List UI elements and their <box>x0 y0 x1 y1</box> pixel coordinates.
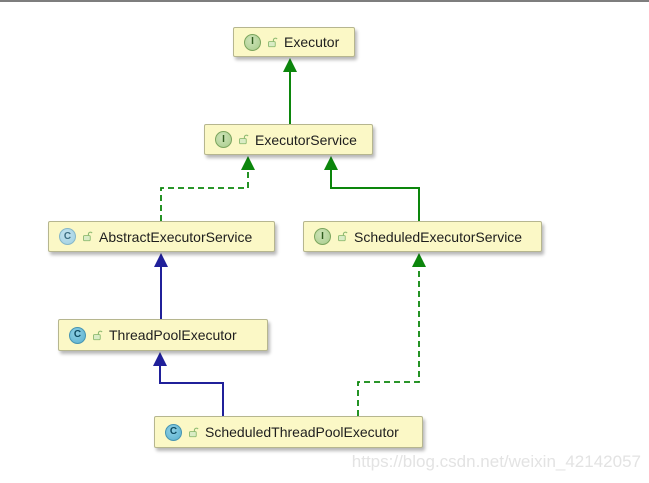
public-lock-icon <box>238 134 249 145</box>
class-name-label: AbstractExecutorService <box>99 228 253 245</box>
class-node-executorservice[interactable]: I ExecutorService <box>204 124 373 155</box>
class-name-label: ScheduledExecutorService <box>354 228 523 245</box>
class-node-abstractexecutorservice[interactable]: C AbstractExecutorService <box>48 221 275 252</box>
public-lock-icon <box>337 231 348 242</box>
class-name-label: ExecutorService <box>255 131 357 148</box>
abstract-class-icon: C <box>59 228 76 245</box>
edge-abstractexecutorservice-implements-executorservice <box>160 156 255 221</box>
class-node-threadpoolexecutor[interactable]: C ThreadPoolExecutor <box>58 319 268 351</box>
class-name-label: ScheduledThreadPoolExecutor <box>205 424 399 440</box>
watermark: https://blog.csdn.net/weixin_42142057 <box>351 452 641 471</box>
edge-scheduledexecutorservice-extends-executorservice <box>324 156 420 221</box>
interface-icon: I <box>314 228 331 245</box>
class-name-label: ThreadPoolExecutor <box>109 327 237 343</box>
class-name-label: Executor <box>284 34 340 50</box>
public-lock-icon <box>188 427 199 438</box>
interface-icon: I <box>244 33 261 51</box>
window-top-border <box>0 0 649 2</box>
edge-threadpoolexecutor-extends-abstractexecutorservice <box>154 253 168 319</box>
public-lock-icon <box>92 330 103 341</box>
edge-scheduledthreadpoolexecutor-implements-scheduledexecutorservice <box>357 253 426 416</box>
class-node-executor[interactable]: I Executor <box>233 27 355 57</box>
class-icon: C <box>69 326 86 344</box>
class-icon: C <box>165 423 182 441</box>
edge-executorservice-extends-executor <box>283 58 297 124</box>
interface-icon: I <box>215 131 232 148</box>
public-lock-icon <box>267 37 278 48</box>
public-lock-icon <box>82 231 93 242</box>
edge-scheduledthreadpoolexecutor-extends-threadpoolexecutor <box>153 352 224 416</box>
class-node-scheduledthreadpoolexecutor[interactable]: C ScheduledThreadPoolExecutor <box>154 416 423 448</box>
class-node-scheduledexecutorservice[interactable]: I ScheduledExecutorService <box>303 221 542 252</box>
